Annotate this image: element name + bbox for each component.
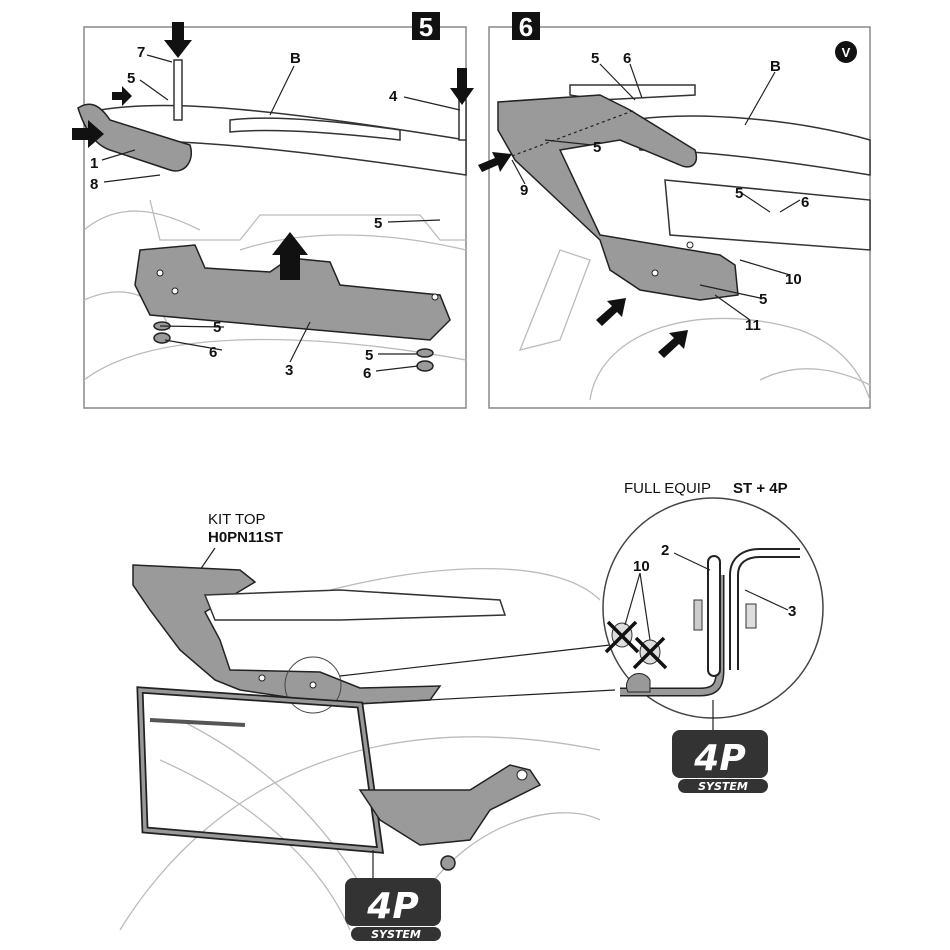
arrows xyxy=(72,22,474,280)
part-label: 7 xyxy=(137,44,145,61)
step-number: 5 xyxy=(419,12,433,42)
part-label: 9 xyxy=(520,182,528,199)
step-badge xyxy=(512,12,540,40)
corner-mark-icon xyxy=(835,41,857,63)
part-label: 11 xyxy=(745,317,761,334)
part-label: 5 xyxy=(127,70,135,87)
part-label: 5 xyxy=(374,215,382,232)
part-label: 5 xyxy=(593,139,601,156)
part-label: B xyxy=(770,58,781,75)
full-equipment-illustration: KIT TOP H0PN11ST FULL EQUIP ST + 4P xyxy=(119,480,824,941)
part-label: 6 xyxy=(801,194,809,211)
side-frame-4p xyxy=(136,686,542,871)
part-label: 5 xyxy=(365,347,373,364)
part-label: 4 xyxy=(389,88,398,105)
full-equip-label: FULL EQUIP xyxy=(624,480,711,497)
leader-lines xyxy=(101,54,461,372)
step-badge xyxy=(412,12,440,40)
top-rack xyxy=(132,564,616,714)
step-number: 6 xyxy=(519,12,533,42)
corner-mark: V xyxy=(842,45,851,60)
logo-main-text: 4P xyxy=(366,886,418,927)
part-label: 10 xyxy=(785,271,802,288)
rear-rack-b xyxy=(569,84,871,251)
4p-system-logo: 4P SYSTEM xyxy=(672,730,768,793)
4p-system-logo: 4P SYSTEM xyxy=(345,878,441,941)
part-label: 6 xyxy=(209,344,217,361)
part-label: 2 xyxy=(661,542,669,559)
part-label: 8 xyxy=(90,176,98,193)
step-6-panel: V 6 5 6 B 5 9 5 6 10 5 11 xyxy=(478,12,871,409)
logo-sub-text: SYSTEM xyxy=(371,928,421,941)
detail-circle: 2 10 3 xyxy=(602,497,824,735)
crossed-nut-icon xyxy=(604,620,668,670)
kit-top-code: H0PN11ST xyxy=(208,529,283,546)
leader-lines xyxy=(511,63,801,321)
part-label: 1 xyxy=(90,155,98,172)
part-label: 10 xyxy=(633,558,650,575)
part-label: 3 xyxy=(285,362,293,379)
full-equip-code: ST + 4P xyxy=(733,480,788,497)
step-5-panel: 5 7 5 1 8 B 4 5 5 6 3 5 6 xyxy=(72,12,474,409)
part-label: B xyxy=(290,50,301,67)
logo-sub-text: SYSTEM xyxy=(698,780,748,793)
rear-rack-b xyxy=(77,103,467,176)
part-label: 3 xyxy=(788,603,796,620)
part-label: 5 xyxy=(759,291,767,308)
part-label: 5 xyxy=(591,50,599,67)
part-label: 5 xyxy=(735,185,743,202)
top-plate xyxy=(497,94,739,301)
part-label: 6 xyxy=(363,365,371,382)
logo-main-text: 4P xyxy=(693,738,745,779)
kit-top-label: KIT TOP xyxy=(208,511,266,528)
part-label: 6 xyxy=(623,50,631,67)
arrows xyxy=(478,152,688,358)
plate-3 xyxy=(134,244,451,341)
part-label: 5 xyxy=(213,319,221,336)
